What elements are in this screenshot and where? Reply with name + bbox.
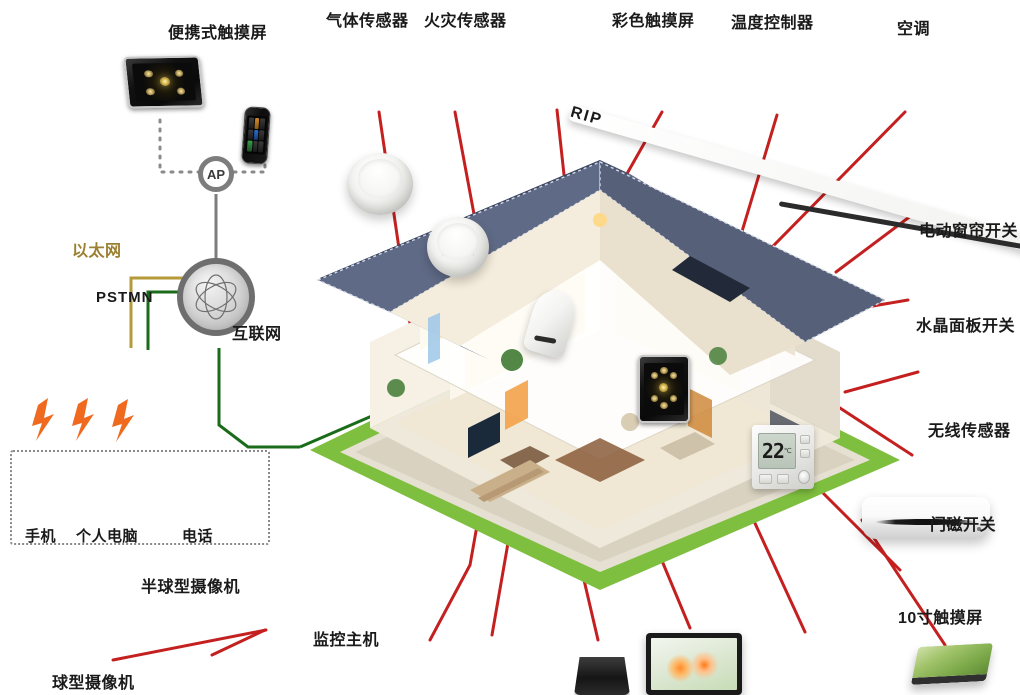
- thermostat-temperature-value: 22: [761, 439, 785, 464]
- label-color-touch-screen: 彩色触摸屏: [612, 13, 695, 30]
- label-portable-touch-screen: 便携式触摸屏: [168, 25, 268, 42]
- label-dome-camera: 半球型摄像机: [141, 579, 241, 596]
- label-gas-sensor: 气体传感器: [326, 13, 409, 30]
- client-devices-group: [10, 450, 270, 545]
- atom-icon: [195, 274, 237, 320]
- thermostat-unit: ℃: [783, 448, 792, 456]
- label-fire-sensor: 火灾传感器: [424, 13, 507, 30]
- label-air-conditioner: 空调: [897, 21, 931, 38]
- label-crystal-panel-switch: 水晶面板开关: [916, 318, 1016, 335]
- label-telephone: 电话: [182, 528, 214, 545]
- air-conditioner-device: [862, 497, 990, 539]
- portable-touch-screen-device: [123, 55, 205, 109]
- label-ptz-ball-camera: 球型摄像机: [52, 675, 135, 692]
- ap-label: AP: [206, 166, 226, 182]
- portable-touch-screen-handheld: [241, 106, 271, 165]
- label-ten-inch-touch-screen: 10寸触摸屏: [898, 610, 983, 627]
- label-surveillance-host: 监控主机: [313, 632, 380, 649]
- motorized-curtain-switch-device: [910, 643, 994, 685]
- label-internet: 互联网: [232, 326, 282, 343]
- label-motorized-curtain-switch: 电动窗帘开关: [919, 223, 1019, 240]
- label-door-magnetic-switch: 门磁开关: [930, 517, 997, 534]
- ap-node: AP: [198, 156, 234, 192]
- label-pstmn: PSTMN: [96, 289, 154, 306]
- gas-sensor-device: [347, 153, 413, 215]
- label-mobile-phone: 手机: [25, 528, 57, 545]
- label-personal-computer: 个人电脑: [76, 528, 139, 545]
- fire-sensor-device: [427, 217, 489, 277]
- label-wireless-sensor: 无线传感器: [928, 423, 1011, 440]
- isometric-house-illustration: [300, 160, 910, 590]
- internet-to-house-wire: [217, 348, 300, 449]
- label-temperature-controller: 温度控制器: [731, 15, 814, 32]
- label-ethernet: 以太网: [72, 243, 122, 260]
- temperature-controller-device: 22℃: [752, 425, 814, 489]
- internet-globe-node: [177, 258, 255, 336]
- set-top-box-device: [574, 657, 630, 695]
- color-touch-screen-device: [638, 355, 690, 423]
- flat-panel-tv-device: [646, 633, 742, 695]
